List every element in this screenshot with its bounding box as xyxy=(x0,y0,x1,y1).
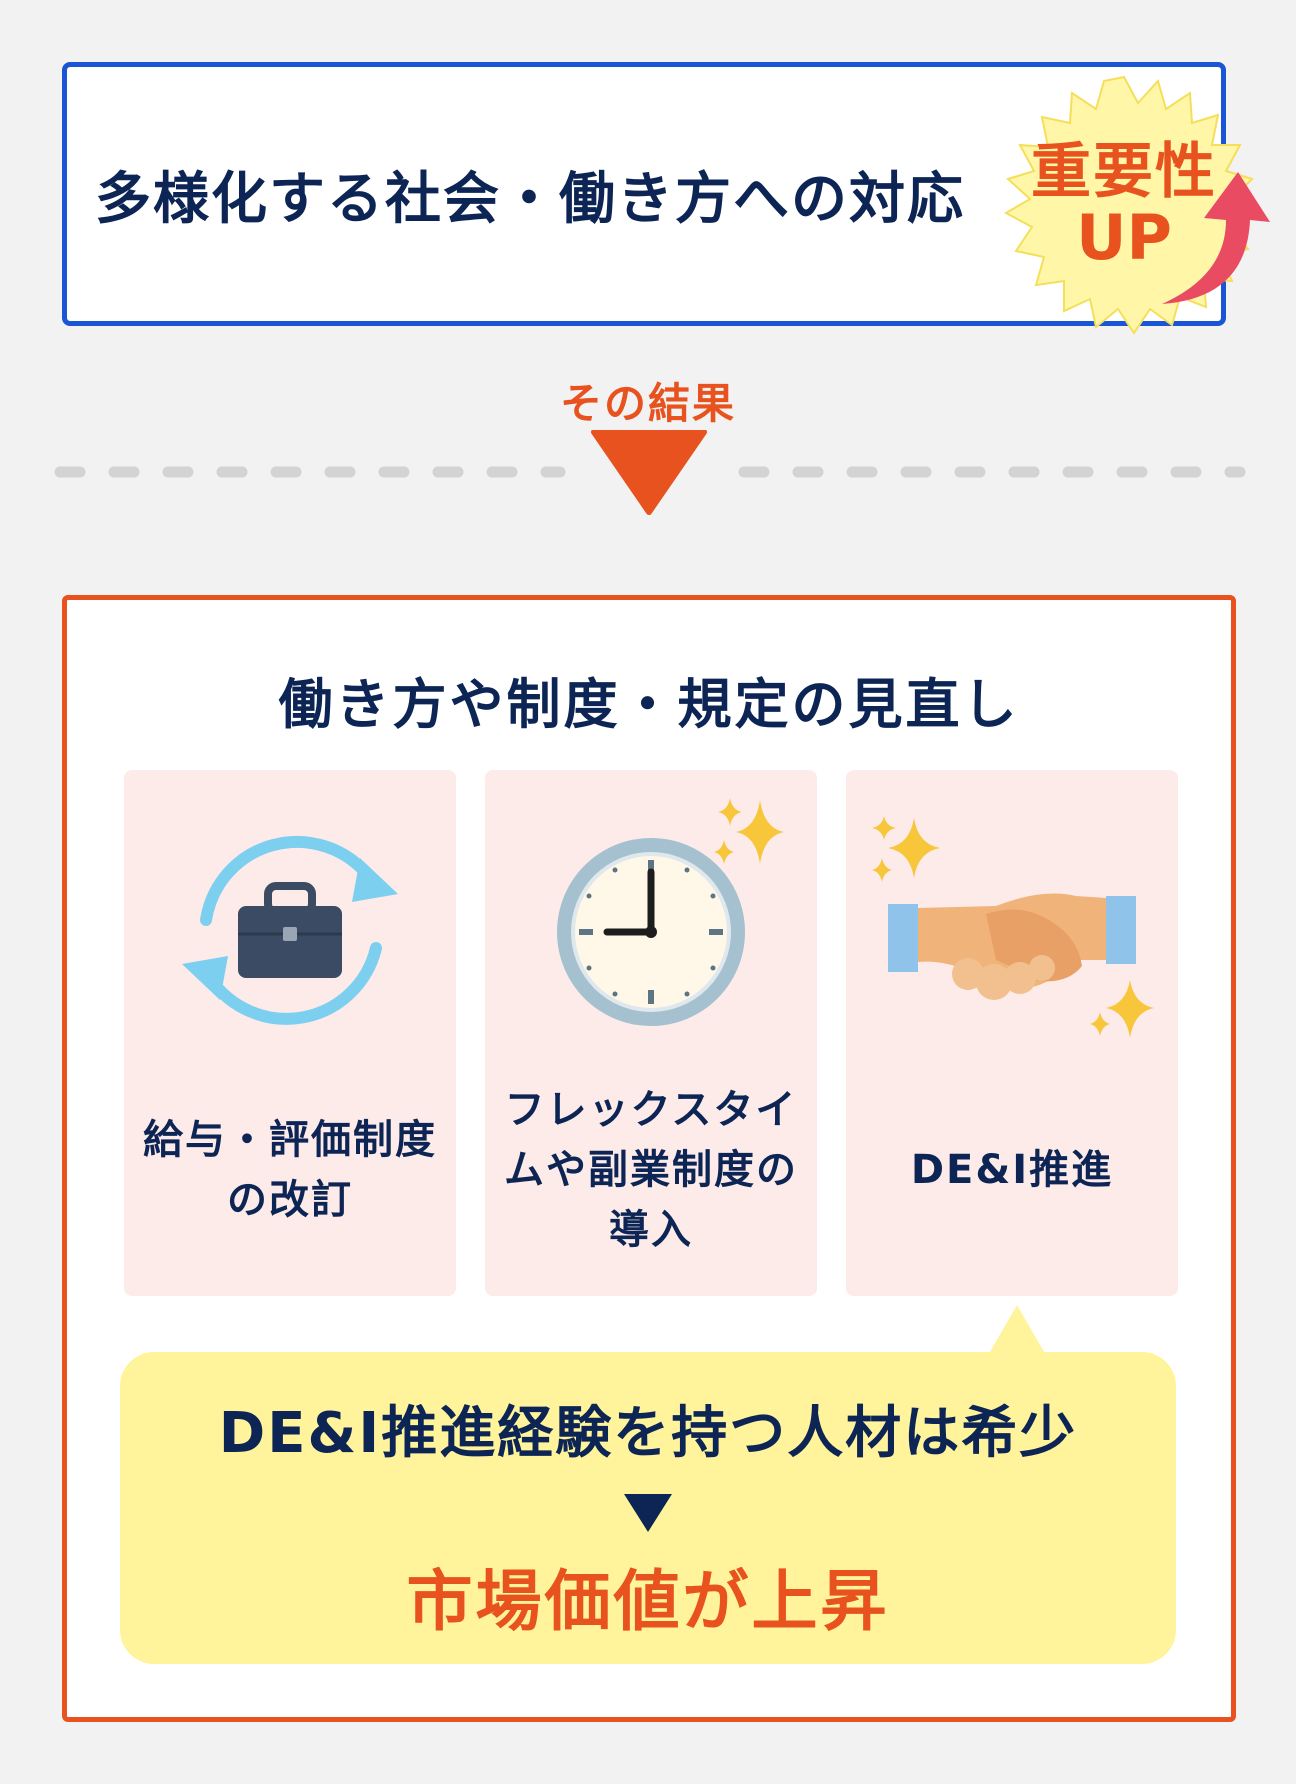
down-arrow-icon xyxy=(624,1494,672,1532)
callout-box: DE&I推進経験を持つ人材は希少 市場価値が上昇 xyxy=(120,1352,1176,1664)
card-dei: DE&I推進 xyxy=(846,770,1178,1296)
card-label-salary: 給与・評価制度の改訂 xyxy=(143,1117,437,1223)
bottom-title: 働き方や制度・規定の見直し xyxy=(278,673,1020,736)
callout-tail xyxy=(987,1305,1047,1357)
dashed-divider xyxy=(54,430,1246,515)
briefcase-cycle-icon xyxy=(182,835,398,1025)
card-label-dei: DE&I推進 xyxy=(910,1147,1114,1193)
badge-line2: UP xyxy=(1076,200,1172,274)
up-arrow-icon xyxy=(1162,172,1270,304)
sparkle-icon xyxy=(714,798,784,864)
badge-line1: 重要性 xyxy=(1031,137,1217,207)
sparkle-icon xyxy=(872,816,940,882)
handshake-icon xyxy=(888,893,1136,1000)
card-label-flextime: フレックスタイムや副業制度の導入 xyxy=(504,1087,798,1253)
callout-line1: DE&I推進経験を持つ人材は希少 xyxy=(218,1401,1078,1466)
callout-line2: 市場価値が上昇 xyxy=(406,1563,890,1640)
top-title: 多様化する社会・働き方への対応 xyxy=(95,166,965,232)
down-triangle-icon xyxy=(591,430,707,515)
sparkle-icon xyxy=(1090,980,1154,1038)
card-salary: 給与・評価制度の改訂 xyxy=(124,770,456,1296)
clock-icon xyxy=(557,838,745,1026)
result-label: その結果 xyxy=(559,379,736,428)
card-flextime: フレックスタイムや副業制度の導入 xyxy=(485,770,817,1296)
starburst-icon xyxy=(1003,75,1259,335)
importance-up-badge: 重要性 UP xyxy=(1000,140,1248,272)
bottom-panel: 働き方や制度・規定の見直し 給与・評価制度の改訂 xyxy=(62,595,1236,1722)
